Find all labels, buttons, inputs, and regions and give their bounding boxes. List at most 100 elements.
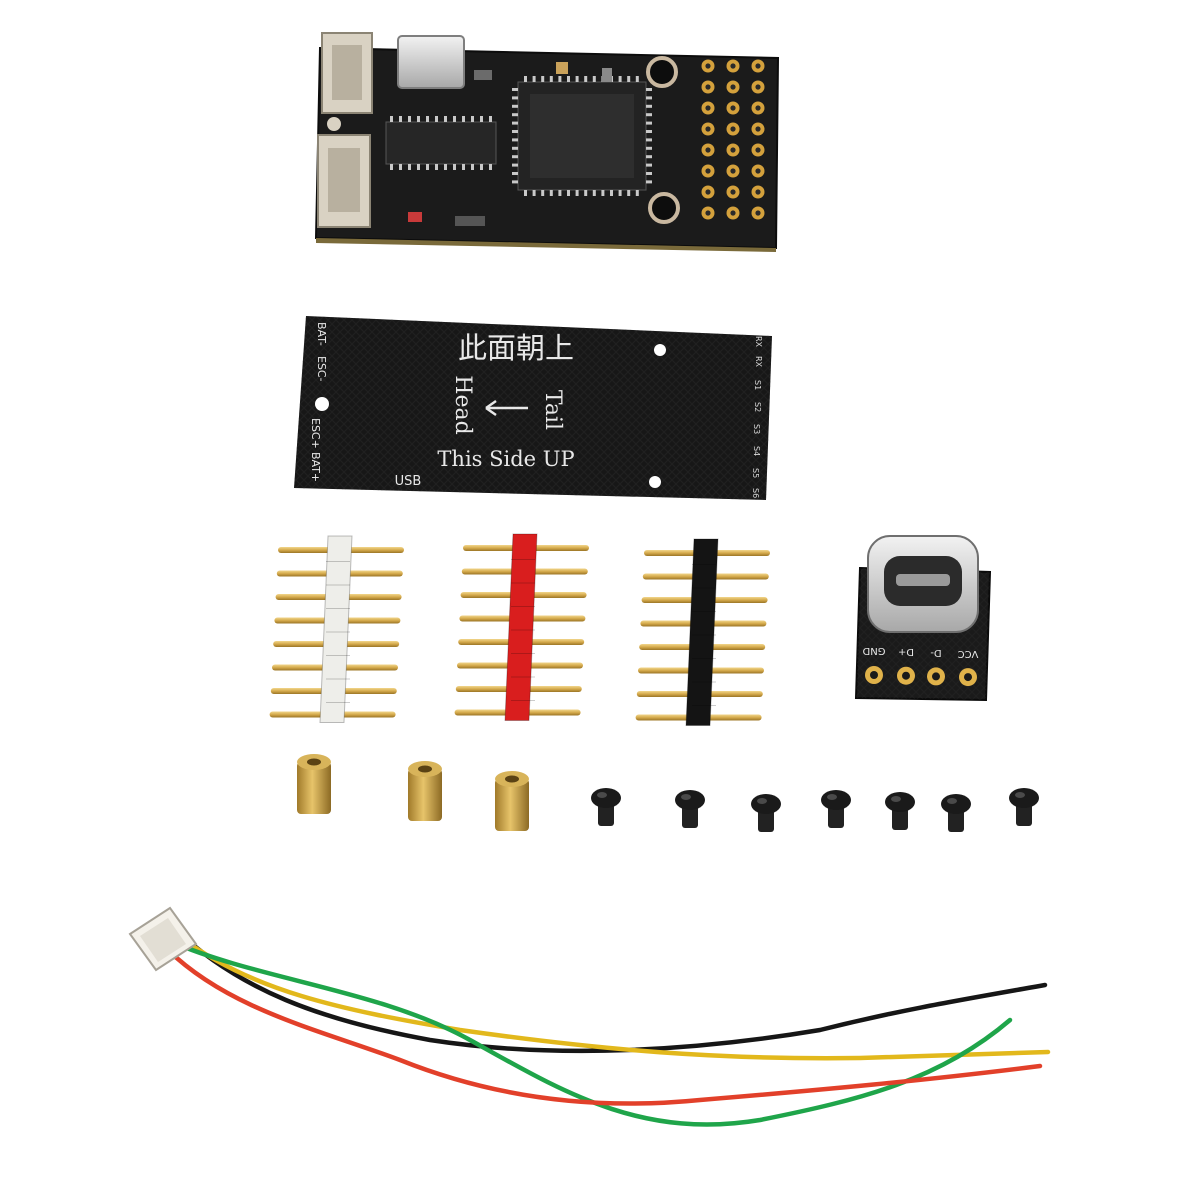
- ic-pin: [417, 116, 420, 122]
- ic-pin: [532, 190, 536, 196]
- driver-chip-pins: [390, 116, 492, 170]
- ic-pin: [541, 76, 545, 82]
- ic-pin: [512, 96, 518, 100]
- ic-pin: [512, 138, 518, 142]
- ic-pin: [426, 116, 429, 122]
- ic-pin: [453, 116, 456, 122]
- solder-pad-hole: [705, 105, 711, 111]
- pad-label-bat-minus: BAT-: [315, 322, 328, 346]
- right-pad-labels: RX RX S1 S2 S3 S4 S5 S6: [751, 336, 763, 498]
- ic-pin: [646, 146, 652, 150]
- screw-highlight: [757, 798, 767, 804]
- ic-pin: [635, 190, 639, 196]
- cover-plate: 此面朝上 Head Tail This Side UP USB BAT- ESC…: [294, 316, 772, 500]
- ic-pin: [462, 164, 465, 170]
- header-housing: [319, 535, 353, 723]
- screw-head: [751, 794, 781, 814]
- ic-pin: [390, 116, 393, 122]
- ic-pin: [646, 180, 652, 184]
- jst-plug: [128, 906, 198, 972]
- pad-label-s3: S3: [752, 424, 761, 434]
- solder-pad-hole: [755, 189, 761, 195]
- ic-pin: [575, 76, 579, 82]
- ic-pin: [408, 164, 411, 170]
- ic-pin: [512, 172, 518, 175]
- ic-pin: [512, 155, 518, 159]
- screws: [591, 788, 1039, 832]
- ic-pin: [444, 164, 447, 170]
- ic-pin: [435, 116, 438, 122]
- usb-label: USB: [395, 474, 422, 489]
- ic-pin: [627, 190, 631, 196]
- ic-pin: [592, 190, 596, 196]
- cable-wire: [179, 935, 1051, 1061]
- ic-pin: [524, 76, 527, 82]
- ic-pin: [584, 190, 588, 196]
- mounting-hole: [327, 117, 341, 131]
- ic-pin: [592, 76, 596, 82]
- usbc-pad-hole: [870, 671, 878, 679]
- ic-pin: [426, 164, 429, 170]
- ic-pin: [390, 164, 393, 170]
- ic-pin: [646, 88, 652, 91]
- ic-pin: [646, 96, 652, 100]
- solder-pad-grid: [701, 59, 765, 220]
- pin-header-red: [454, 533, 589, 721]
- solder-pad-hole: [730, 210, 736, 216]
- ic-pin: [489, 164, 492, 170]
- ic-pin: [558, 190, 562, 196]
- ic-pin: [635, 76, 639, 82]
- ic-pin: [541, 190, 545, 196]
- ic-pin: [480, 116, 483, 122]
- screw-head: [941, 794, 971, 814]
- solder-pad-hole: [755, 84, 761, 90]
- brass-standoffs: [297, 754, 529, 831]
- pin-header-white: [269, 535, 404, 723]
- ic-pin: [512, 146, 518, 150]
- mounting-hole: [648, 192, 680, 224]
- usbc-pad-hole: [932, 672, 940, 681]
- screw-head: [885, 792, 915, 812]
- screw-head: [1009, 788, 1039, 808]
- screw-head: [675, 790, 705, 810]
- ic-pin: [646, 155, 652, 159]
- cable-wire: [173, 927, 1048, 1054]
- solder-pad-hole: [755, 168, 761, 174]
- solder-pad-hole: [730, 84, 736, 90]
- plate-hole: [654, 344, 666, 356]
- cable-wire: [169, 939, 1013, 1127]
- pad-label-s5: S5: [751, 468, 760, 478]
- jst-connector-bottom: [317, 134, 371, 228]
- usb-c-pads: [865, 666, 977, 687]
- ic-pin: [601, 190, 605, 196]
- solder-pad-hole: [705, 126, 711, 132]
- ic-pin: [646, 104, 652, 108]
- smd-component: [474, 70, 492, 80]
- ic-pin: [646, 130, 652, 133]
- screw-highlight: [947, 798, 957, 804]
- solder-pad-hole: [705, 168, 711, 174]
- usbc-label-vcc: VCC: [958, 648, 979, 659]
- brass-standoff: [297, 762, 331, 814]
- ic-pin: [512, 104, 518, 108]
- solder-pad-hole: [705, 84, 711, 90]
- ic-pin: [646, 163, 652, 167]
- screw-head: [591, 788, 621, 808]
- solder-pad-hole: [755, 63, 761, 69]
- shield-can: [397, 35, 465, 89]
- pad-label-s4: S4: [752, 446, 761, 456]
- ic-pin: [549, 76, 553, 82]
- ic-pin: [575, 190, 579, 196]
- usbc-pad-hole: [964, 673, 972, 682]
- usb-c-port: [867, 535, 979, 633]
- ic-pin: [646, 172, 652, 175]
- ic-pin: [532, 76, 536, 82]
- ic-pin: [444, 116, 447, 122]
- ic-pin: [471, 116, 474, 122]
- pad-label-rx-1: RX: [754, 336, 763, 348]
- ic-pin: [435, 164, 438, 170]
- ic-pin: [512, 130, 518, 133]
- solder-pad-hole: [705, 63, 711, 69]
- pad-label-s2: S2: [753, 402, 762, 412]
